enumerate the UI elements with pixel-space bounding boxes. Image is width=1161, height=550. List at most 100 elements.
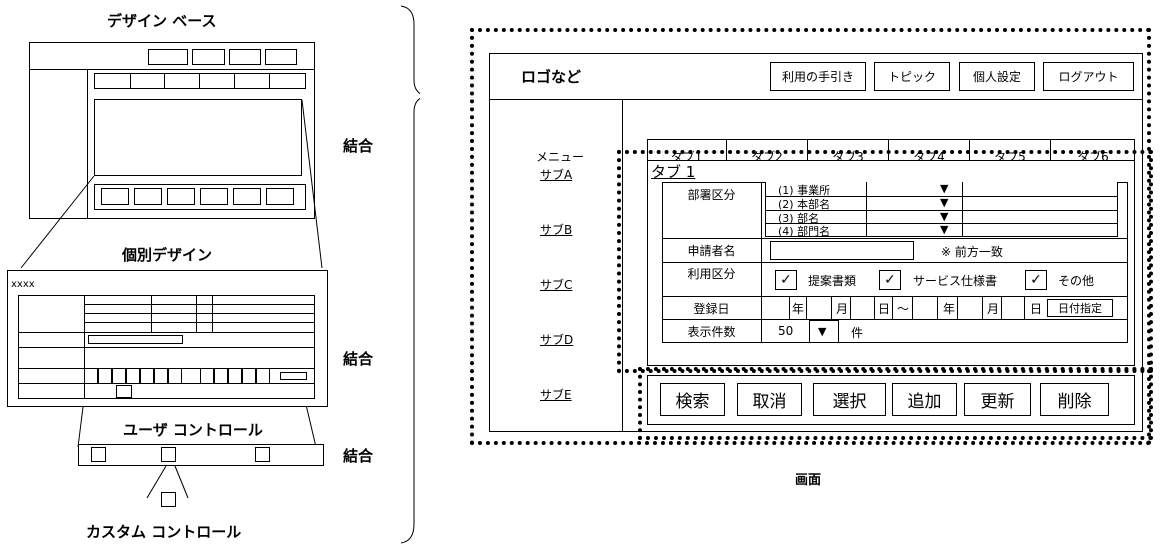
tab-panel-dotted	[617, 150, 1153, 373]
form-row-line	[662, 296, 1128, 297]
individual-design-date-cell	[84, 368, 98, 384]
usage-check-3[interactable]: ✓	[1025, 270, 1047, 290]
individual-design-date-button	[280, 372, 307, 380]
design-base-sidebar-line	[87, 69, 88, 219]
count-unit: 件	[851, 326, 864, 340]
sidebar-item-sub-d[interactable]: サブD	[540, 333, 574, 347]
design-base-tab-divider	[164, 73, 165, 89]
sidebar-item-sub-c[interactable]: サブC	[540, 278, 573, 292]
design-base-header-line	[29, 69, 315, 70]
regdate-cell-line	[892, 297, 893, 319]
sidebar-item-sub-b[interactable]: サブB	[540, 223, 573, 237]
button-bar-dotted	[638, 367, 1153, 440]
custom-control-title: カスタム コントロール	[86, 523, 242, 541]
screen-menu-line	[622, 99, 623, 432]
personal-settings-button[interactable]: 個人設定	[959, 62, 1035, 91]
combine-label-3: 結合	[343, 447, 374, 465]
usage-check-1[interactable]: ✓	[775, 270, 797, 290]
screen-caption: 画面	[795, 473, 822, 488]
dept-option-3: (3) 部名	[778, 212, 820, 225]
date-select-button[interactable]: 日付指定	[1047, 299, 1113, 317]
individual-design-row-line	[84, 322, 315, 323]
individual-design-date-cell	[228, 368, 242, 384]
regdate-cell-line	[982, 297, 983, 319]
count-label: 表示件数	[687, 324, 736, 339]
regdate-cell-line	[957, 297, 958, 319]
form-row-line	[662, 319, 1128, 320]
design-base-header-btn	[229, 49, 261, 65]
regdate-from-day: 日	[878, 302, 891, 316]
dept-option-2: (2) 本部名	[778, 198, 831, 211]
design-base-title: デザイン ベース	[107, 12, 217, 30]
combine-label-2: 結合	[343, 350, 374, 368]
regdate-cell-line	[850, 297, 851, 319]
user-control-title: ユーザ コントロール	[123, 421, 263, 439]
tab-panel-title: タブ 1	[651, 163, 696, 181]
regdate-label: 登録日	[693, 301, 730, 316]
design-base-small-btn	[134, 188, 162, 205]
dept-grid-line	[765, 196, 1118, 197]
design-base-tabbar	[94, 73, 306, 89]
dept-grid-col	[866, 182, 867, 237]
regdate-cell-line	[789, 297, 790, 319]
design-base-small-btn	[101, 188, 129, 205]
topic-button[interactable]: トピック	[874, 62, 950, 91]
delete-button[interactable]: 削除	[1040, 383, 1109, 416]
count-dropdown-icon[interactable]: ▼	[818, 325, 827, 338]
design-base-tab-divider	[130, 73, 131, 89]
dept-dropdown-1-icon[interactable]: ▼	[940, 182, 949, 195]
usage-check-2[interactable]: ✓	[879, 270, 901, 290]
search-button[interactable]: 検索	[660, 383, 725, 416]
regdate-from-month: 月	[836, 302, 849, 316]
screen-header-line	[489, 99, 1143, 100]
regdate-cell-line	[937, 297, 938, 319]
regdate-to-day: 日	[1030, 302, 1043, 316]
individual-design-date-cell	[112, 368, 126, 384]
design-base-content-area	[94, 99, 302, 176]
update-button[interactable]: 更新	[964, 383, 1031, 416]
combine-label-1: 結合	[343, 137, 374, 155]
individual-design-title: 個別デザイン	[122, 246, 213, 264]
design-base-tab-divider	[269, 73, 270, 89]
individual-design-row-line	[18, 332, 315, 333]
dept-dropdown-2-icon[interactable]: ▼	[940, 196, 949, 209]
guide-button[interactable]: 利用の手引き	[770, 62, 866, 91]
usage-option-2: サービス仕様書	[913, 274, 998, 288]
design-base-tab-divider	[234, 73, 235, 89]
count-dropdown[interactable]	[809, 320, 839, 343]
select-button[interactable]: 選択	[813, 383, 886, 416]
dept-option-4: (4) 部門名	[778, 225, 831, 238]
cancel-button[interactable]: 取消	[737, 383, 802, 416]
sidebar-item-sub-e[interactable]: サブE	[540, 388, 572, 402]
count-value[interactable]: 50	[778, 324, 794, 338]
design-base-header-btn	[148, 49, 188, 65]
regdate-cell-line	[806, 297, 807, 319]
menu-title: メニュー	[536, 150, 585, 164]
regdate-from-year: 年	[792, 302, 805, 316]
individual-design-date-cell	[154, 368, 168, 384]
individual-design-row-line	[84, 304, 315, 305]
design-base-small-btn	[266, 188, 294, 205]
regdate-cell-line	[1024, 297, 1025, 319]
dept-dropdown-4-icon[interactable]: ▼	[940, 223, 949, 236]
individual-design-date-cell	[242, 368, 256, 384]
custom-control-box	[161, 492, 176, 507]
design-base-tab-divider	[199, 73, 200, 89]
regdate-cell-line	[1001, 297, 1002, 319]
regdate-cell-line	[912, 297, 913, 319]
dept-grid-col	[962, 182, 963, 237]
regdate-to-month: 月	[987, 302, 1000, 316]
design-base-header-btn	[192, 49, 225, 65]
dept-dropdown-3-icon[interactable]: ▼	[940, 210, 949, 223]
sidebar-item-sub-a[interactable]: サブA	[540, 168, 573, 182]
regdate-cell-line	[831, 297, 832, 319]
add-button[interactable]: 追加	[892, 383, 957, 416]
design-base-small-btn	[200, 188, 228, 205]
regdate-to-year: 年	[943, 302, 956, 316]
logout-button[interactable]: ログアウト	[1043, 62, 1134, 91]
applicant-input[interactable]	[770, 241, 914, 260]
individual-design-small-box	[116, 385, 132, 398]
form-row-line	[662, 238, 1128, 239]
user-control-box	[255, 447, 270, 462]
individual-design-input	[88, 335, 183, 344]
